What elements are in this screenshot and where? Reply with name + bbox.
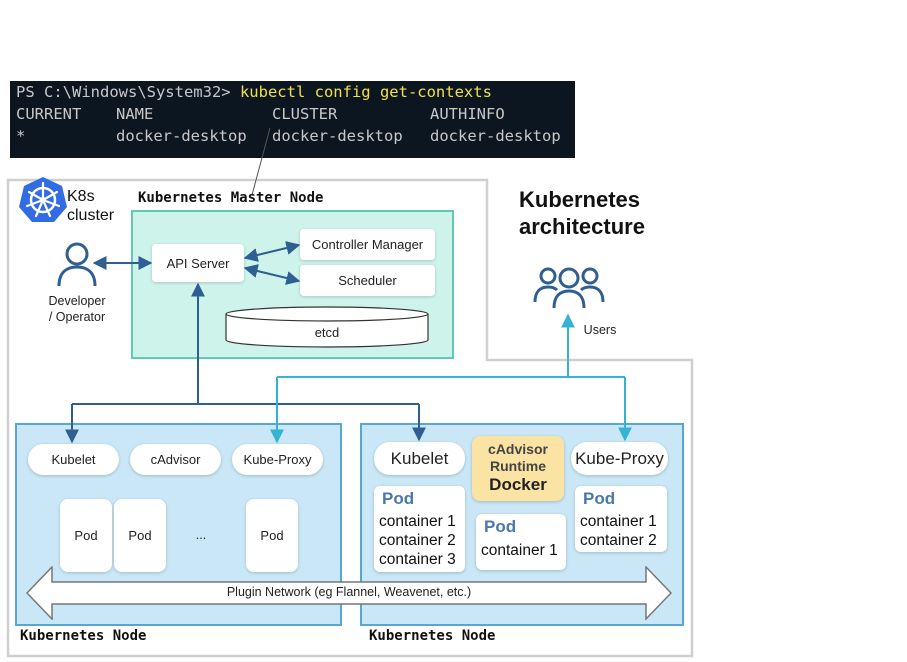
right-pod-1-container-3: container 3 bbox=[379, 551, 456, 568]
right-pod-3-container-1: container 1 bbox=[580, 513, 657, 530]
plugin-network-arrow bbox=[26, 566, 672, 620]
terminal-row-name: docker-desktop bbox=[116, 127, 247, 145]
left-pod-3: Pod bbox=[246, 499, 298, 572]
controller-manager-box: Controller Manager bbox=[300, 229, 435, 260]
terminal-output: PS C:\Windows\System32> kubectl config g… bbox=[10, 81, 575, 158]
users-icon bbox=[533, 267, 605, 309]
runtime-label: Runtime bbox=[490, 458, 546, 474]
runtime-docker-label: Docker bbox=[489, 475, 547, 494]
terminal-header-current: CURRENT bbox=[16, 105, 82, 123]
left-pod-1: Pod bbox=[60, 499, 112, 572]
terminal-header-cluster: CLUSTER bbox=[272, 105, 338, 123]
users-label: Users bbox=[583, 323, 617, 337]
runtime-cadvisor-label: cAdvisor bbox=[488, 441, 548, 457]
terminal-header-name: NAME bbox=[116, 105, 154, 123]
right-kube-proxy-box: Kube-Proxy bbox=[571, 442, 668, 475]
right-pod-3-container-2: container 2 bbox=[580, 532, 657, 549]
cluster-outline bbox=[6, 178, 694, 658]
terminal-header-authinfo: AUTHINFO bbox=[430, 105, 505, 123]
right-pod-2-container-1: container 1 bbox=[481, 542, 558, 559]
right-pod-1-container-1: container 1 bbox=[379, 513, 456, 530]
right-pod-2: Pod container 1 bbox=[476, 514, 566, 570]
developer-label-line-2: / Operator bbox=[48, 310, 106, 324]
right-pod-3-title: Pod bbox=[583, 489, 616, 508]
terminal-command-line: PS C:\Windows\System32> kubectl config g… bbox=[16, 83, 492, 101]
developer-label-line-1: Developer bbox=[48, 294, 106, 308]
right-pod-3: Pod container 1 container 2 bbox=[575, 486, 667, 552]
left-pod-ellipsis: ... bbox=[195, 528, 207, 542]
right-pod-1-container-2: container 2 bbox=[379, 532, 456, 549]
right-pod-2-title: Pod bbox=[484, 517, 517, 536]
left-cadvisor-box: cAdvisor bbox=[130, 444, 221, 475]
terminal-row-authinfo: docker-desktop bbox=[430, 127, 561, 145]
node-left-label: Kubernetes Node bbox=[20, 628, 147, 644]
terminal-row-cluster: docker-desktop bbox=[272, 127, 403, 145]
scheduler-box: Scheduler bbox=[300, 265, 435, 296]
cluster-label: K8s cluster bbox=[67, 187, 114, 225]
api-server-box: API Server bbox=[152, 244, 244, 282]
master-node-label: Kubernetes Master Node bbox=[138, 190, 324, 206]
node-right-label: Kubernetes Node bbox=[369, 628, 496, 644]
kubernetes-logo-icon bbox=[19, 177, 67, 222]
terminal-prompt: PS C:\Windows\System32> bbox=[16, 83, 240, 101]
developer-icon bbox=[57, 242, 97, 287]
terminal-pointer-line bbox=[251, 127, 271, 196]
diagram-title: Kubernetes architecture bbox=[519, 186, 645, 240]
title-line-2: architecture bbox=[519, 214, 645, 239]
runtime-docker-box: cAdvisor Runtime Docker bbox=[472, 436, 564, 501]
terminal-row-current: * bbox=[16, 127, 26, 145]
cluster-label-line-1: K8s bbox=[67, 188, 95, 205]
etcd-label: etcd bbox=[314, 325, 340, 340]
right-pod-1-title: Pod bbox=[382, 489, 415, 508]
right-kubelet-box: Kubelet bbox=[374, 442, 465, 475]
terminal-command: kubectl config get-contexts bbox=[239, 83, 492, 101]
left-kube-proxy-box: Kube-Proxy bbox=[232, 444, 323, 475]
left-kubelet-box: Kubelet bbox=[28, 444, 119, 475]
title-line-1: Kubernetes bbox=[519, 187, 641, 212]
right-pod-1: Pod container 1 container 2 container 3 bbox=[374, 486, 465, 572]
plugin-network-label: Plugin Network (eg Flannel, Weavenet, et… bbox=[226, 585, 472, 599]
cluster-label-line-2: cluster bbox=[67, 207, 115, 224]
etcd-cylinder-icon bbox=[225, 306, 429, 348]
developer-label: Developer / Operator bbox=[36, 293, 118, 325]
left-pod-2: Pod bbox=[114, 499, 166, 572]
